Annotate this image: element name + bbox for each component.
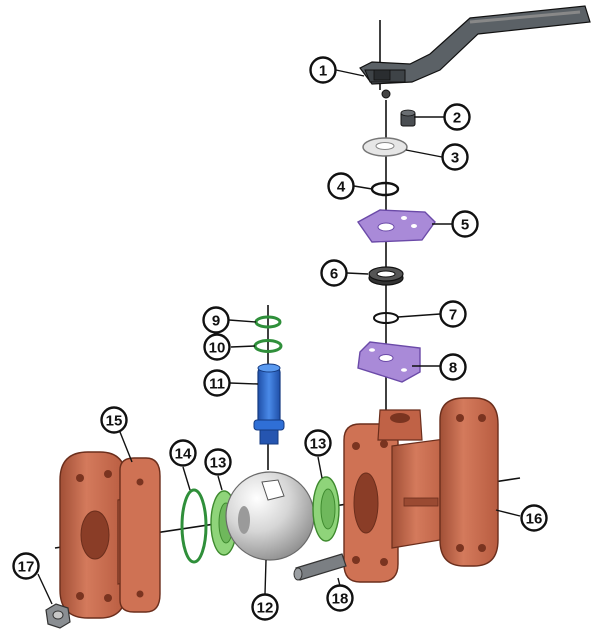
- callout-number: 18: [332, 591, 349, 608]
- o-ring-9: [254, 315, 282, 329]
- set-screw: [400, 109, 416, 127]
- callout-3: 3: [441, 143, 469, 171]
- callout-circle: [441, 143, 469, 171]
- callout-number: 10: [209, 340, 226, 357]
- callout-number: 7: [449, 307, 457, 324]
- callout-9: 9: [202, 306, 230, 334]
- callout-circle: [251, 593, 279, 621]
- callout-circle: [520, 504, 548, 532]
- seat-right: [312, 476, 340, 542]
- callout-14: 14: [169, 439, 197, 467]
- callout-10: 10: [203, 333, 231, 361]
- leader-lines: [37, 69, 521, 605]
- callout-number: 9: [212, 313, 220, 330]
- callout-number: 4: [337, 179, 346, 196]
- callout-number: 5: [461, 217, 469, 234]
- callout-circle: [203, 369, 231, 397]
- callout-circle: [304, 429, 332, 457]
- ball: [225, 471, 315, 561]
- callout-number: 14: [175, 446, 192, 463]
- stop-plate: [356, 209, 436, 243]
- callout-circle: [451, 210, 479, 238]
- callout-circle: [204, 448, 232, 476]
- callout-16: 16: [520, 504, 548, 532]
- gland-plate: [357, 341, 421, 383]
- callout-circle: [100, 406, 128, 434]
- callout-7: 7: [439, 300, 467, 328]
- callout-4: 4: [327, 172, 355, 200]
- callout-6: 6: [320, 259, 348, 287]
- callout-circle: [326, 584, 354, 612]
- callout-circle: [169, 439, 197, 467]
- callout-5: 5: [451, 210, 479, 238]
- callout-circle: [202, 306, 230, 334]
- o-ring-4: [370, 181, 400, 197]
- callout-15: 15: [100, 406, 128, 434]
- callout-circle: [12, 552, 40, 580]
- callout-number: 3: [451, 150, 459, 167]
- callout-circle: [327, 172, 355, 200]
- callout-circle: [320, 259, 348, 287]
- callout-circle: [439, 353, 467, 381]
- callout-1: 1: [309, 56, 337, 84]
- callout-number: 8: [449, 360, 457, 377]
- callout-2: 2: [443, 103, 471, 131]
- callout-circle: [443, 103, 471, 131]
- handle-lever: [359, 5, 591, 99]
- washer: [362, 137, 408, 157]
- callout-circle: [439, 300, 467, 328]
- valve-stem: [253, 363, 285, 445]
- callout-circle: [309, 56, 337, 84]
- callout-8: 8: [439, 353, 467, 381]
- callout-number: 16: [526, 511, 543, 528]
- callout-number: 13: [310, 436, 327, 453]
- stem-packing: [368, 266, 404, 286]
- body-o-ring-14: [180, 488, 208, 564]
- end-connector-left: [59, 451, 161, 619]
- callout-12: 12: [251, 593, 279, 621]
- callout-number: 11: [209, 376, 225, 393]
- callout-13b: 13: [304, 429, 332, 457]
- callout-circle: [203, 333, 231, 361]
- callout-11: 11: [203, 369, 231, 397]
- callout-number: 1: [319, 63, 327, 80]
- callout-number: 13: [210, 455, 227, 472]
- callout-number: 2: [453, 110, 461, 127]
- callout-18: 18: [326, 584, 354, 612]
- callout-number: 6: [330, 266, 338, 283]
- o-ring-7: [373, 312, 399, 324]
- callout-number: 15: [106, 413, 123, 430]
- valve-body: [343, 397, 499, 583]
- callout-13a: 13: [204, 448, 232, 476]
- callout-number: 17: [18, 559, 35, 576]
- bolt-nut: [45, 603, 71, 629]
- bolt: [293, 553, 347, 581]
- callout-17: 17: [12, 552, 40, 580]
- callout-number: 12: [257, 600, 274, 617]
